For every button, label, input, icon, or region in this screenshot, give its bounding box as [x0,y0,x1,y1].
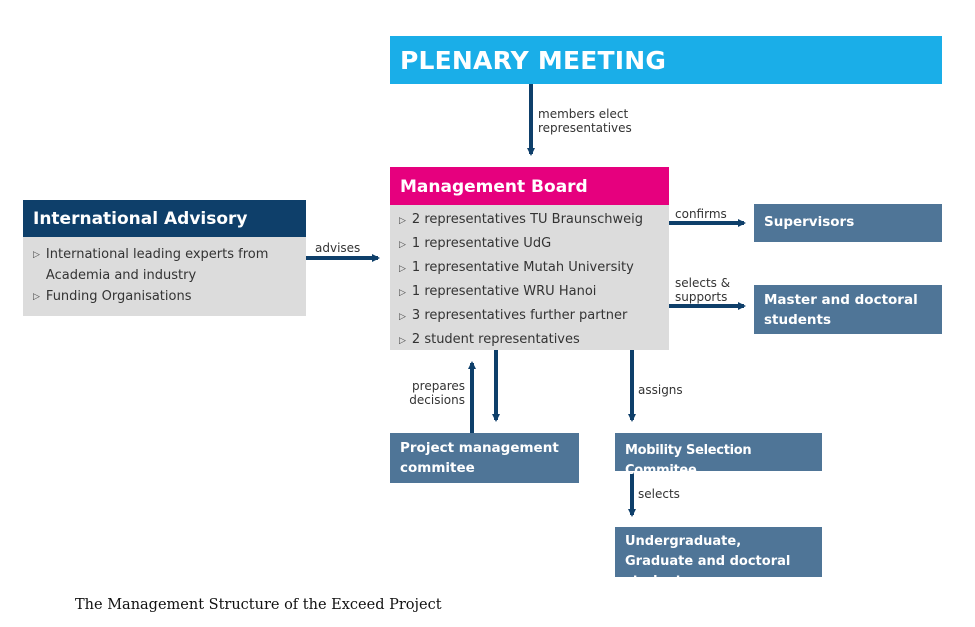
management-board-item: ▷1 representative Mutah University [399,260,634,275]
management-board-item: ▷3 representatives further partner [399,308,628,323]
management-board-title: Management Board [390,167,669,205]
triangle-bullet-icon: ▷ [33,250,40,260]
label-selects-supports: selects & supports [675,276,731,304]
supervisors-box: Supervisors [754,204,942,242]
management-board-item: ▷2 student representatives [399,332,580,347]
triangle-bullet-icon: ▷ [399,240,406,250]
undergraduate-graduate-doctoral-box: Undergraduate, Graduate and doctoral stu… [615,527,822,589]
advisory-board-list: ▷International leading experts from Acad… [23,237,306,316]
plenary-meeting-box: PLENARY MEETING [390,36,942,84]
advisory-board-item: ▷Funding Organisations [33,286,302,308]
triangle-bullet-icon: ▷ [399,216,406,226]
label-selects: selects [638,487,680,501]
label-assigns: assigns [638,383,683,397]
management-board-list: ▷2 representatives TU Braunschweig ▷1 re… [390,205,669,350]
triangle-bullet-icon: ▷ [399,312,406,322]
label-prepares-decisions: prepares decisions [409,379,465,407]
project-management-committee-box: Project management commitee [390,433,579,483]
triangle-bullet-icon: ▷ [399,288,406,298]
management-board-item: ▷1 representative WRU Hanoi [399,284,597,299]
mobility-selection-committee-box: Mobility Selection Commitee [615,433,822,478]
label-members-elect: members elect representatives [538,107,632,135]
management-board-item: ▷2 representatives TU Braunschweig [399,212,644,227]
advisory-board-title: International Advisory Board [23,200,306,267]
triangle-bullet-icon: ▷ [33,292,40,302]
advisory-board-item: ▷International leading experts from Acad… [33,244,302,286]
management-board-item: ▷1 representative UdG [399,236,552,251]
master-doctoral-students-box: Master and doctoral students [754,285,942,334]
triangle-bullet-icon: ▷ [399,336,406,346]
figure-caption: The Management Structure of the Exceed P… [75,597,442,613]
label-confirms: confirms [675,207,727,221]
label-advises: advises [315,241,361,255]
triangle-bullet-icon: ▷ [399,264,406,274]
